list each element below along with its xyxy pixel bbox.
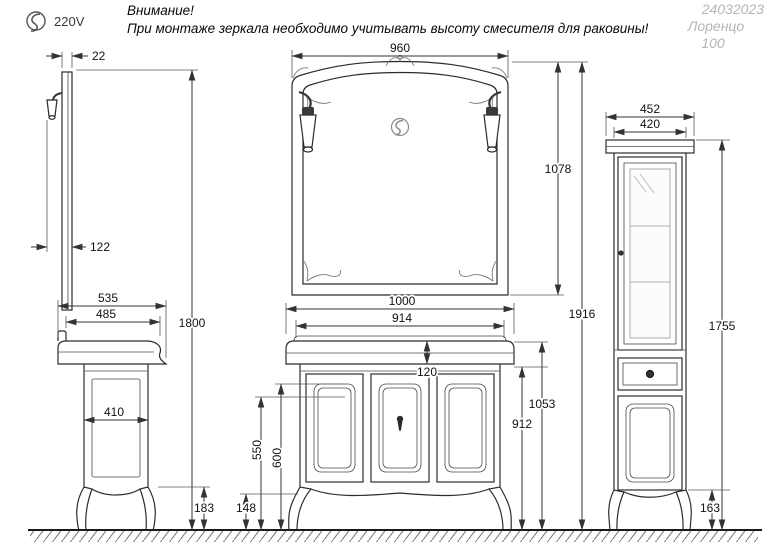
header: 220V Внимание! При монтаже зеркала необх… [26,1,765,51]
dim-cabinet-height-label: 1755 [709,319,736,333]
dim-cabinet-leg-height: 163 [688,489,730,531]
dim-level-600: 600 [268,383,345,531]
dim-cabinet-height: 1755 [696,139,737,531]
dimensions: 22 122 960 1078 1800 [31,39,737,531]
dim-side-depth-top: 535 [57,289,167,358]
dim-side-depth-top-label: 535 [98,291,118,305]
dim-mount-height: 1800 [76,69,207,531]
vanity-side-view [57,330,168,531]
vanity-door-left [305,373,364,483]
dim-vanity-width: 1000 [285,292,515,334]
vanity-door-right [436,373,495,483]
attention-note: При монтаже зеркала необходимо учитывать… [127,21,649,36]
dim-side-leg-height: 183 [158,486,216,531]
side-front-leg [139,486,156,531]
dim-mirror-height: 1078 [510,61,588,296]
mirror-side-view [46,71,73,311]
floor-line [28,529,762,542]
dim-side-depth-body-label: 410 [104,405,124,419]
cabinet-left-leg [608,489,625,531]
dim-mount-height-label: 1800 [179,316,206,330]
vanity-right-leg [487,486,512,531]
dim-cabinet-width-top-label: 452 [640,102,660,116]
doc-code: 24032023 [701,1,765,17]
dim-total-height: 1916 [567,61,597,531]
mirror-front-view [291,54,509,296]
dim-side-depth-body: 410 [83,403,149,424]
cabinet-drawer [617,357,683,391]
dim-cabinet-width-top: 452 [605,100,695,136]
sconce-right-icon [483,90,502,153]
side-back-leg [76,486,93,531]
dim-cabinet-leg-height-label: 163 [700,501,720,515]
product-size: 100 [701,35,725,51]
dim-vanity-height-body-label: 912 [512,417,532,431]
dim-vanity-opening-width-label: 914 [392,311,412,325]
drawer-knob-icon [645,369,655,379]
dim-mirror-thickness-label: 22 [92,49,106,63]
dim-vanity-height-total: 1053 [514,341,557,531]
dim-mirror-height-label: 1078 [545,162,572,176]
dim-level-550-label: 550 [250,440,264,460]
dim-countertop-height: 120 [415,340,439,381]
product-name: Лоренцо [687,18,745,34]
sconce-left-icon [298,90,317,153]
dim-vanity-height-body: 912 [510,366,548,531]
dim-mirror-width: 960 [291,39,509,78]
power-symbol-icon [390,117,410,137]
dim-side-leg-height-label: 183 [194,501,214,515]
dim-mirror-width-label: 960 [390,41,410,55]
cabinet-glass-door [617,156,683,351]
mirror-crest-ornament [292,54,508,79]
dim-vanity-height-total-label: 1053 [529,397,556,411]
dim-vanity-width-label: 1000 [389,294,416,308]
floor-hatch [30,531,758,542]
dim-total-height-label: 1916 [569,307,596,321]
dim-side-depth-mid: 485 [65,305,161,336]
tall-cabinet-view [605,139,695,531]
dim-front-leg-height: 148 [234,493,298,531]
dim-sconce-depth: 122 [31,120,112,256]
dim-mirror-thickness: 22 [46,47,107,68]
sconce-side-icon [46,92,63,120]
vanity-left-leg [288,486,313,531]
dim-vanity-opening-width: 914 [295,309,505,338]
dim-front-leg-height-label: 148 [236,501,256,515]
dim-side-depth-mid-label: 485 [96,307,116,321]
attention-title: Внимание! [127,3,194,18]
dim-cabinet-width-body-label: 420 [640,117,660,131]
cabinet-lower-door [617,395,683,491]
dim-cabinet-width-body: 420 [613,115,687,138]
voltage-label: 220V [54,14,85,29]
power-symbol-icon [26,11,46,32]
cabinet-right-leg [675,489,692,531]
glass-door-knob-icon [618,250,624,256]
dim-countertop-height-label: 120 [417,365,437,379]
dim-sconce-depth-label: 122 [90,240,110,254]
keyhole-icon [396,415,404,431]
vanity-front-view [285,335,515,531]
vanity-door-middle [370,373,430,483]
dim-level-600-label: 600 [270,448,284,468]
dim-level-550: 550 [248,396,345,531]
